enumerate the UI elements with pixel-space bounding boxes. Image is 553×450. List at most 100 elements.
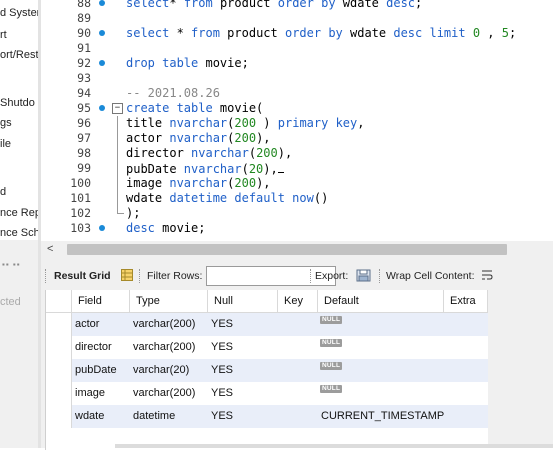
row-selector[interactable] [46, 359, 72, 382]
cell-key[interactable] [278, 336, 318, 359]
row-selector-header[interactable] [46, 290, 72, 312]
statement-marker-icon[interactable] [99, 225, 105, 231]
cell-extra[interactable] [444, 359, 488, 382]
code-line[interactable]: 95−create table movie( [41, 101, 553, 116]
cell-null[interactable]: YES [208, 405, 278, 428]
sidebar-item[interactable]: gs [0, 117, 12, 129]
cell-field[interactable]: wdate [72, 405, 130, 428]
cell-key[interactable] [278, 313, 318, 336]
code-text[interactable]: desc movie; [126, 221, 205, 236]
scrollbar-thumb[interactable] [67, 244, 507, 255]
sidebar-item[interactable]: nce Rep [0, 207, 38, 219]
column-header-null[interactable]: Null [208, 290, 278, 312]
cell-default[interactable]: NULL [318, 336, 444, 359]
cell-extra[interactable] [444, 313, 488, 336]
cell-field[interactable]: image [72, 382, 130, 405]
panel-tabs[interactable]: ▪▪ ▪▪ [2, 260, 21, 269]
cell-extra[interactable] [444, 336, 488, 359]
cell-type[interactable]: datetime [130, 405, 208, 428]
sidebar-item[interactable]: rt [0, 29, 7, 41]
cell-extra[interactable] [444, 405, 488, 428]
statement-marker-icon[interactable] [99, 105, 105, 111]
fold-toggle-icon[interactable]: − [112, 103, 123, 114]
code-text[interactable]: title nvarchar(200 ) primary key, [126, 116, 364, 131]
cell-key[interactable] [278, 382, 318, 405]
cell-type[interactable]: varchar(20) [130, 359, 208, 382]
sidebar-item[interactable]: d [0, 186, 7, 198]
sidebar-item[interactable]: ile [0, 138, 12, 150]
cell-null[interactable]: YES [208, 336, 278, 359]
cell-key[interactable] [278, 359, 318, 382]
code-text[interactable]: image nvarchar(200), [126, 176, 271, 191]
cell-field[interactable]: pubDate [72, 359, 130, 382]
statement-marker-icon[interactable] [99, 30, 105, 36]
cell-type[interactable]: varchar(200) [130, 313, 208, 336]
export-icon[interactable] [356, 268, 372, 283]
row-selector[interactable] [46, 313, 72, 336]
row-selector[interactable] [46, 405, 72, 428]
horizontal-scrollbar[interactable]: < [41, 241, 553, 258]
statement-marker-icon[interactable] [99, 0, 105, 6]
code-line[interactable]: 89 [41, 11, 553, 26]
code-text[interactable]: select* from product order by wdate desc… [126, 0, 422, 11]
cell-type[interactable]: varchar(200) [130, 382, 208, 405]
code-line[interactable]: 94-- 2021.08.26 [41, 86, 553, 101]
sidebar-item[interactable]: Shutdo [0, 97, 35, 109]
code-text[interactable]: director nvarchar(200), [126, 146, 292, 161]
cell-null[interactable]: YES [208, 382, 278, 405]
splitter[interactable] [38, 0, 41, 448]
code-text[interactable]: drop table movie; [126, 56, 249, 71]
column-header-field[interactable]: Field [72, 290, 130, 312]
sidebar-item[interactable]: nce Sche [0, 227, 38, 239]
code-text[interactable]: actor nvarchar(200), [126, 131, 271, 146]
scroll-left-icon[interactable]: < [47, 243, 54, 255]
result-grid-tab[interactable]: Result Grid [54, 270, 111, 282]
statement-marker-icon[interactable] [99, 60, 105, 66]
sidebar-item[interactable]: ort/Rest [0, 49, 38, 61]
code-text[interactable]: pubDate nvarchar(20), [126, 161, 284, 177]
column-header-default[interactable]: Default [318, 290, 444, 312]
code-text[interactable]: create table movie( [126, 101, 263, 116]
grid-view-icon[interactable] [121, 269, 133, 281]
cell-null[interactable]: YES [208, 313, 278, 336]
row-selector[interactable] [46, 382, 72, 405]
cell-extra[interactable] [444, 382, 488, 405]
column-header-extra[interactable]: Extra [444, 290, 488, 312]
code-line[interactable]: 102); [41, 206, 553, 221]
code-text[interactable]: -- 2021.08.26 [126, 86, 220, 101]
cell-field[interactable]: director [72, 336, 130, 359]
cell-default[interactable]: NULL [318, 313, 444, 336]
wrap-text-icon[interactable] [481, 269, 493, 281]
row-selector[interactable] [46, 336, 72, 359]
cell-type[interactable]: varchar(200) [130, 336, 208, 359]
code-line[interactable]: 91 [41, 41, 553, 56]
cell-default[interactable]: NULL [318, 382, 444, 405]
cell-null[interactable]: YES [208, 359, 278, 382]
cell-default[interactable]: NULL [318, 359, 444, 382]
code-text[interactable]: ); [126, 206, 140, 221]
filter-rows-input[interactable] [206, 266, 336, 286]
sidebar-item[interactable]: d Syster [0, 7, 38, 19]
column-header-type[interactable]: Type [130, 290, 208, 312]
code-line[interactable]: 93 [41, 71, 553, 86]
code-text[interactable]: wdate datetime default now() [126, 191, 328, 206]
code-text[interactable]: select * from product order by wdate des… [126, 26, 516, 41]
cell-field[interactable]: actor [72, 313, 130, 336]
column-header-key[interactable]: Key [278, 290, 318, 312]
